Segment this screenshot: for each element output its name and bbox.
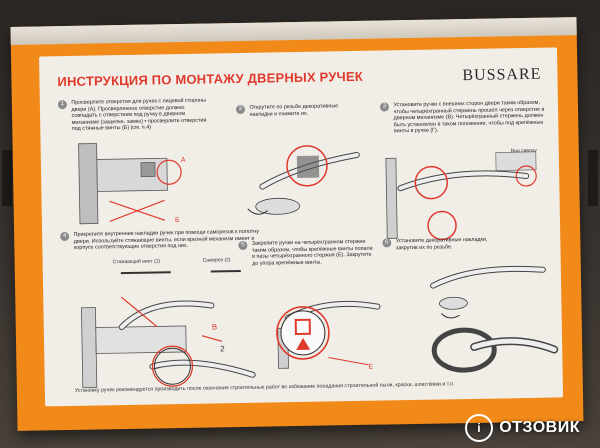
step-1-diagram: Б А — [78, 143, 186, 225]
step-6: 6 Установите декоративные накладки, закр… — [382, 236, 512, 251]
step-number: 5 — [238, 240, 248, 251]
step-number: 1 — [57, 99, 67, 110]
right-box-flap — [588, 150, 598, 206]
product-box: ИНСТРУКЦИЯ ПО МОНТАЖУ ДВЕРНЫХ РУЧЕК BUSS… — [10, 17, 584, 431]
step-2: 2 Открутите по резьбе декоративные накла… — [235, 103, 376, 119]
step-3: 3 Установите ручки с внешних сторон двер… — [379, 99, 556, 135]
step-text: Закрепите ручки на четырёхгранном стержн… — [251, 238, 373, 267]
step-6-diagram — [430, 265, 559, 373]
step-text: Просверлите отверстия для ручек с лицево… — [71, 97, 207, 133]
svg-text:А: А — [181, 157, 186, 164]
svg-text:2: 2 — [220, 344, 225, 353]
watermark-text: ОТЗОВИК — [499, 419, 580, 436]
screw-label-1: Стяжающий винт (1) — [112, 258, 161, 266]
step-3-diagram — [385, 151, 537, 241]
step-4-diagram: В 2 — [81, 269, 256, 389]
step-1: 1 Просверлите отверстия для ручек с лице… — [57, 97, 229, 133]
step-number: 3 — [379, 102, 390, 112]
step-text: Установите ручки с внешних сторон двери … — [393, 99, 545, 135]
step-text: Установите декоративные накладки, закрут… — [395, 236, 488, 251]
svg-text:В: В — [212, 322, 218, 331]
watermark: i ОТЗОВИК — [465, 414, 580, 442]
svg-text:Б: Б — [175, 217, 180, 224]
instruction-title: ИНСТРУКЦИЯ ПО МОНТАЖУ ДВЕРНЫХ РУЧЕК — [57, 68, 364, 90]
step-5-diagram: Е — [276, 300, 381, 371]
step-text: Открутите по резьбе декоративные накладк… — [249, 103, 339, 118]
step-2-diagram — [247, 145, 360, 215]
step-number: 4 — [60, 231, 70, 242]
step-number: 2 — [235, 104, 246, 115]
brand-logo: BUSSARE — [462, 65, 542, 85]
instruction-card: ИНСТРУКЦИЯ ПО МОНТАЖУ ДВЕРНЫХ РУЧЕК BUSS… — [39, 47, 564, 407]
left-box-flap — [2, 150, 12, 206]
screw-label-2: Саморез (2) — [202, 257, 231, 264]
box-top-edge — [10, 17, 577, 45]
step-5: 5 Закрепите ручки на четырёхгранном стер… — [238, 239, 378, 268]
svg-text:Е: Е — [368, 364, 373, 371]
watermark-icon: i — [465, 414, 494, 442]
step-number: 6 — [382, 238, 392, 248]
